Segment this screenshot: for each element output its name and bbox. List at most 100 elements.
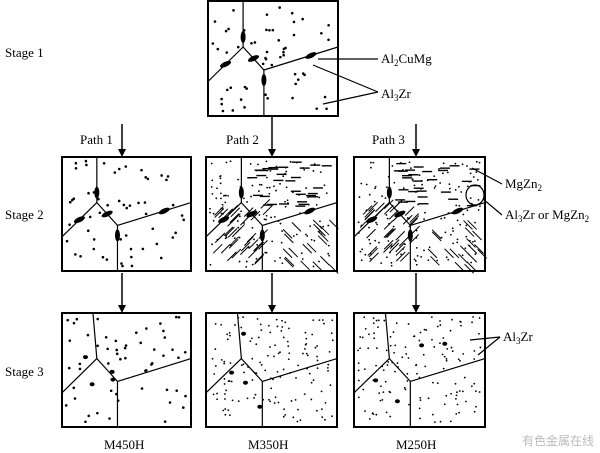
al3zr-particle (304, 331, 307, 334)
al3zr-particle (424, 211, 426, 214)
al3zr-particle (314, 346, 317, 349)
al3zr-particle (287, 358, 290, 361)
needle-precipitate (444, 248, 454, 259)
al3zr-particle (359, 336, 362, 338)
al3zr-particle (296, 420, 299, 423)
needle-precipitate (395, 230, 406, 241)
al3zr-particle (414, 260, 417, 262)
al2cumg-particle (394, 210, 406, 218)
al3zr-particle (471, 321, 473, 324)
al3zr-particle (281, 326, 284, 328)
al3zr-particle (458, 411, 461, 414)
path-3-label: Path 3 (372, 132, 405, 147)
al3zr-particle (245, 260, 248, 263)
al3zr-particle (310, 398, 313, 401)
path-1-label: Path 1 (80, 132, 113, 147)
al3zr-particle (124, 165, 128, 168)
al3zr-particle (124, 234, 128, 237)
needle-precipitate (366, 228, 376, 239)
al3zr-particle (303, 168, 306, 171)
al3zr-particle (303, 393, 306, 396)
al3zr-particle (273, 185, 275, 188)
needle-precipitate (254, 253, 265, 264)
al3zr-particle (130, 264, 134, 268)
needle-precipitate (365, 209, 376, 219)
al3zr-particle (229, 362, 232, 364)
al3zr-particle (445, 256, 448, 259)
needle-precipitate (228, 204, 239, 215)
al3zr-particle (369, 161, 372, 164)
al3zr-particle (277, 39, 281, 42)
al3zr-particle (385, 214, 388, 216)
al3zr-particle (376, 223, 379, 226)
al3zr-particle (220, 197, 222, 200)
al3zr-particle (460, 324, 462, 327)
al3zr-particle (419, 399, 422, 402)
al3zr-particle (408, 403, 410, 406)
al3zr-particle (462, 213, 465, 216)
al3zr-particle (107, 362, 110, 365)
al3zr-particle (165, 388, 169, 392)
al3zr-particle (277, 401, 280, 404)
al3zr-particle (452, 230, 455, 232)
al3zr-particle (438, 167, 440, 170)
al3zr-particle (250, 41, 253, 45)
al3zr-particle (277, 352, 280, 355)
al3zr-particle (225, 161, 228, 164)
al3zr-particle (86, 229, 90, 233)
al3zr-particle (220, 97, 223, 101)
al3zr-particle (171, 236, 175, 239)
al3zr-particle (456, 238, 459, 241)
al3zr-particle (115, 348, 119, 352)
al3zr-particle (180, 214, 184, 217)
al3zr-particle (255, 372, 258, 375)
al3zr-particle (456, 391, 458, 394)
al3zr-particle (242, 316, 245, 319)
al3zr-particle (88, 215, 92, 219)
al3zr-particle (450, 392, 452, 395)
needle-precipitate (431, 231, 442, 242)
needle-precipitate (283, 257, 294, 268)
al3zr-particle (251, 357, 254, 360)
al3zr-particle (394, 344, 397, 347)
al3zr-particle (459, 359, 461, 362)
al3zr-particle (302, 352, 304, 355)
al3zr-particle (279, 351, 281, 354)
al3zr-particle (419, 396, 422, 399)
al3zr-particle (249, 340, 252, 343)
needle-precipitate (398, 236, 409, 247)
needle-precipitate (254, 241, 265, 252)
al3zr-particle (460, 191, 463, 193)
al3zr-particle (421, 183, 424, 186)
al3zr-particle (358, 196, 361, 198)
al3zr-particle (382, 391, 385, 394)
al3zr-particle (289, 371, 292, 374)
al3zr-particle (209, 211, 211, 214)
needle-precipitate (214, 208, 225, 218)
al3zr-particle (279, 182, 281, 185)
label-mgzn2: MgZn2 (505, 176, 542, 193)
al3zr-particle (226, 333, 229, 336)
al3zr-particle (365, 183, 368, 186)
al3zr-particle (357, 221, 360, 224)
needle-precipitate (246, 232, 257, 243)
al3zr-particle (361, 248, 364, 251)
al3zr-particle (78, 362, 82, 366)
watermark: 有色金属在线 (521, 434, 594, 448)
al3zr-particle (214, 365, 217, 367)
al2cumg-particle (304, 207, 316, 215)
grain-box (205, 156, 338, 272)
al3zr-particle (229, 86, 233, 89)
al3zr-particle (402, 187, 405, 190)
al3zr-particle (92, 238, 96, 241)
al3zr-particle (321, 416, 324, 419)
needle-precipitate (302, 243, 313, 254)
al3zr-particle (251, 337, 253, 340)
al3zr-particle (114, 339, 118, 343)
al3zr-particle (261, 62, 265, 66)
al3zr-particle (79, 254, 82, 258)
al3zr-particle (251, 263, 254, 266)
al3zr-particle (385, 411, 388, 414)
al2cumg-particle (101, 210, 113, 218)
needle-precipitate (389, 239, 400, 250)
